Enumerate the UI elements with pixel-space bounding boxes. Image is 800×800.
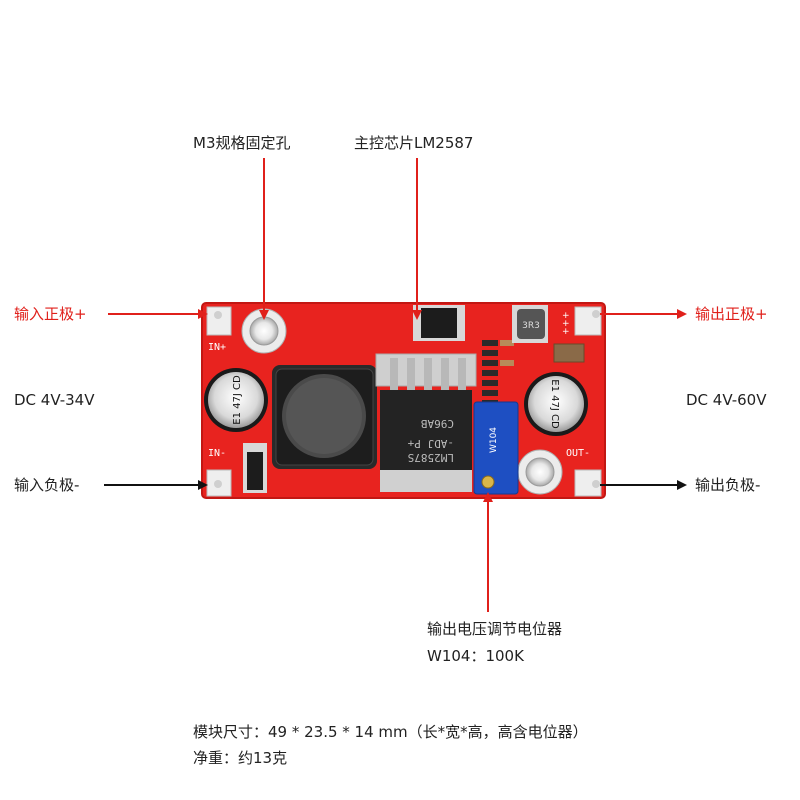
power-inductor	[272, 365, 377, 469]
svg-text:LM2587S: LM2587S	[408, 451, 454, 464]
svg-text:E1 47J CD: E1 47J CD	[549, 379, 560, 429]
potentiometer: W104	[473, 401, 519, 495]
top-smd-diode	[413, 305, 465, 341]
weight-label: 净重：约13克	[193, 749, 288, 767]
schottky-diode	[243, 443, 267, 493]
in-minus-silk: IN-	[208, 448, 226, 459]
svg-text:C96AB: C96AB	[421, 417, 454, 430]
svg-text:-ADJ P+: -ADJ P+	[407, 437, 454, 450]
out-minus-silk: OUT-	[566, 448, 590, 459]
input-positive-label: 输入正极+	[14, 305, 87, 323]
output-capacitor: E1 47J CD	[524, 372, 588, 436]
svg-text:+: +	[562, 319, 570, 329]
svg-text:E1 47J CD: E1 47J CD	[232, 375, 243, 425]
svg-text:+: +	[562, 311, 570, 321]
output-negative-label: 输出负极-	[695, 476, 761, 494]
svg-text:3R3: 3R3	[522, 321, 540, 331]
svg-text:+: +	[562, 327, 570, 337]
mount-hole-label: M3规格固定孔	[193, 134, 291, 152]
small-inductor: 3R3	[512, 305, 548, 343]
output-positive-label: 输出正极+	[695, 305, 768, 323]
dc-output-range-label: DC 4V-60V	[686, 391, 767, 409]
input-capacitor: E1 47J CD	[204, 368, 268, 432]
potentiometer-value-label: W104：100K	[427, 647, 524, 665]
dimensions-label: 模块尺寸：49 * 23.5 * 14 mm（长*宽*高，高含电位器）	[193, 723, 588, 741]
main-chip-label: 主控芯片LM2587	[354, 134, 474, 152]
in-plus-silk: IN+	[208, 342, 226, 353]
mount-hole-right	[517, 449, 563, 495]
terminal-pads	[206, 306, 602, 497]
lm2587-chip: LM2587S -ADJ P+ C96AB	[375, 353, 477, 492]
out-plus-silk-marks: + + +	[562, 311, 570, 337]
dc-input-range-label: DC 4V-34V	[14, 391, 95, 409]
ceramic-capacitor	[553, 343, 585, 363]
input-negative-label: 输入负极-	[14, 476, 80, 494]
mount-hole-left	[241, 308, 287, 354]
potentiometer-title-label: 输出电压调节电位器	[427, 620, 563, 638]
svg-text:W104: W104	[489, 427, 499, 453]
